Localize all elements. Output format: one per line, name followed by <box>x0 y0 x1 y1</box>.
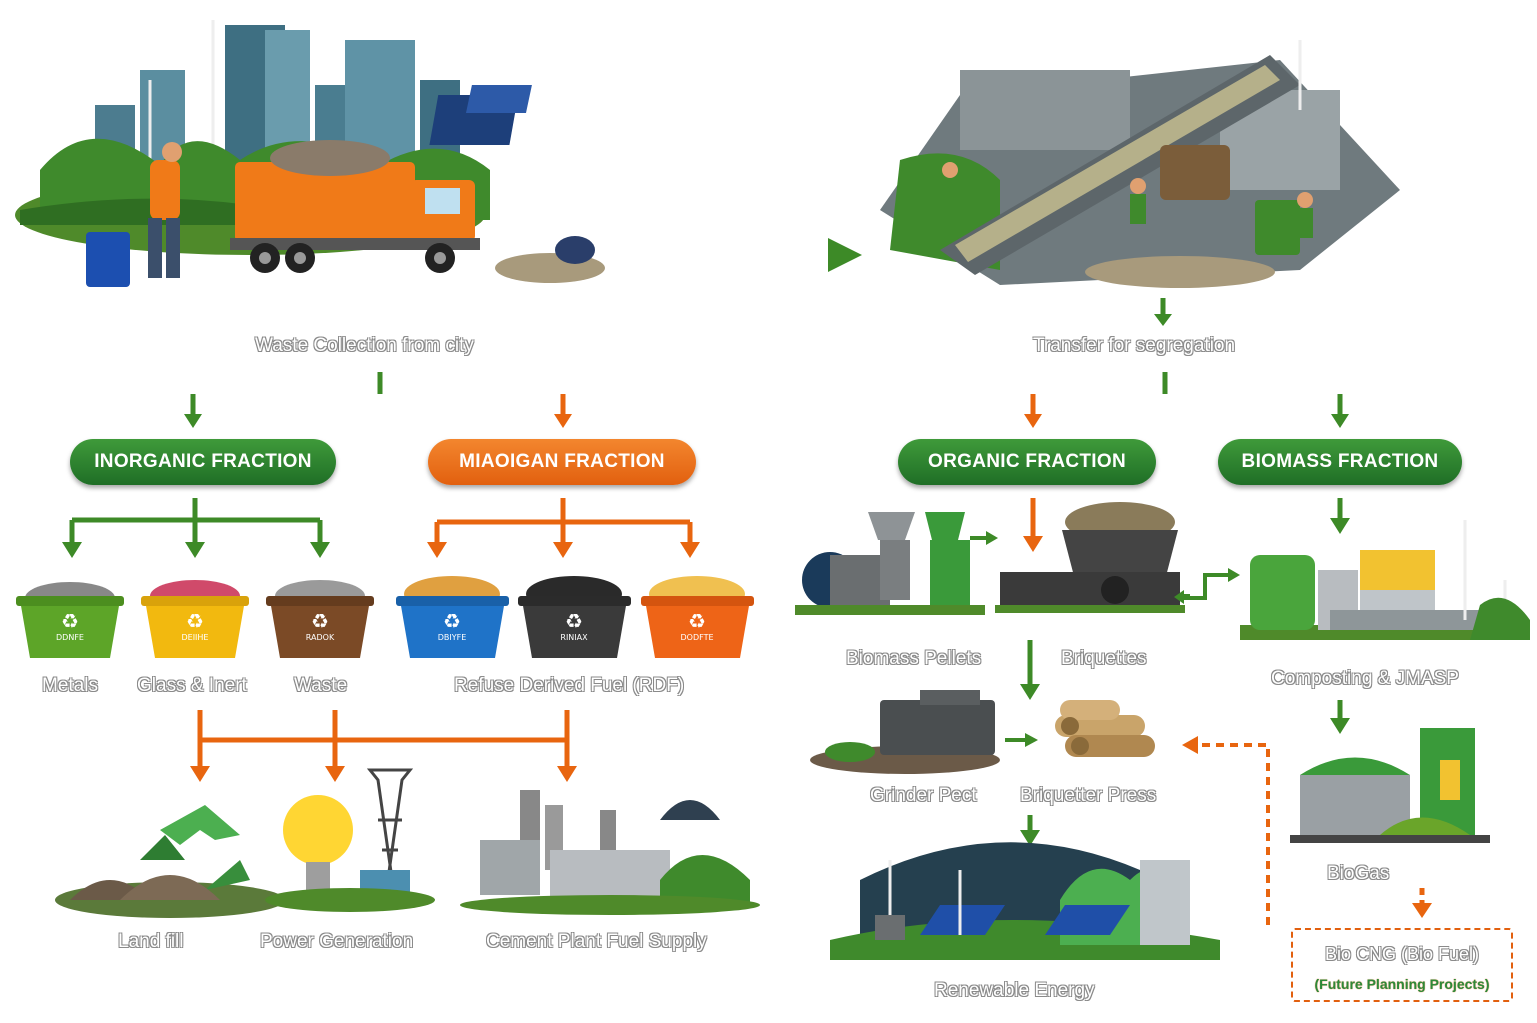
miaoigan-fraction-pill: MIAOIGAN FRACTION <box>428 439 696 485</box>
power-generation-label: Power Generation <box>260 931 414 952</box>
bin-metals: DDNFE <box>16 582 124 658</box>
landfill-label: Land fill <box>118 931 184 952</box>
inorganic-fraction-pill: INORGANIC FRACTION <box>70 439 336 485</box>
stage-transfer-label: Transfer for segregation <box>1033 335 1236 356</box>
bin-rdf-orange: DODFTE <box>641 576 754 658</box>
biomass-fraction-pill: BIOMASS FRACTION <box>1218 439 1462 485</box>
organic-fraction-pill: ORGANIC FRACTION <box>898 439 1156 485</box>
recycle-icons: ♻ ♻ ♻ ♻ ♻ ♻ <box>61 609 706 633</box>
cement-plant-label: Cement Plant Fuel Supply <box>486 931 707 952</box>
briquettes-label: Briquettes <box>1061 648 1147 669</box>
grinder-label: Grinder Pect <box>870 785 977 806</box>
svg-text:♻: ♻ <box>61 609 79 633</box>
composting-plant-illustration <box>1240 520 1530 640</box>
svg-text:♻: ♻ <box>311 609 329 633</box>
bin-waste: RADOK <box>266 580 374 658</box>
bin-rdf-black: RINIAX <box>518 576 631 658</box>
svg-text:♻: ♻ <box>688 609 706 633</box>
bin-rdf-label: Refuse Derived Fuel (RDF) <box>454 675 685 696</box>
renewable-energy-label: Renewable Energy <box>934 980 1095 1001</box>
power-generation-illustration <box>265 768 435 912</box>
bin-code: DDNFE <box>56 633 84 642</box>
biogas-label: BioGas <box>1327 863 1390 884</box>
svg-text:♻: ♻ <box>565 609 583 633</box>
briquette-machine-illustration <box>995 502 1185 613</box>
bio-cng-box: Bio CNG (Bio Fuel) (Future Planning Proj… <box>1291 928 1513 1002</box>
cement-plant-illustration <box>460 790 760 915</box>
bin-rdf-blue: DBIYFE <box>396 576 509 658</box>
svg-text:♻: ♻ <box>443 609 461 633</box>
grinder-illustration <box>810 690 1000 774</box>
svg-text:♻: ♻ <box>186 609 204 633</box>
bio-cng-title: Bio CNG (Bio Fuel) <box>1324 944 1480 964</box>
city-collection-illustration <box>15 20 605 287</box>
bin-glass: DEIIHE <box>141 580 249 658</box>
pellet-machine-illustration <box>795 512 985 615</box>
future-projects-note: (Future Planning Projects) <box>1314 976 1490 992</box>
segregation-plant-illustration <box>880 40 1400 288</box>
bin-glass-label: Glass & Inert <box>137 675 247 696</box>
bin-code: DBIYFE <box>438 633 467 642</box>
briquetter-press-label: Briquetter Press <box>1020 785 1157 806</box>
bin-code: RADOK <box>306 633 335 642</box>
renewable-energy-illustration <box>830 842 1220 960</box>
landfill-illustration <box>55 805 285 918</box>
bin-code: DEIIHE <box>181 633 208 642</box>
bin-waste-label: Waste <box>294 675 348 696</box>
composting-label: Composting & JMASP <box>1271 668 1459 689</box>
bin-code: RINIAX <box>560 633 588 642</box>
bin-code: DODFTE <box>680 633 713 642</box>
biogas-plant-illustration <box>1290 728 1490 843</box>
stage-collection-label: Waste Collection from city <box>255 335 474 356</box>
bin-metals-label: Metals <box>42 675 98 696</box>
briquette-press-illustration <box>1055 700 1155 757</box>
biomass-pellets-label: Biomass Pellets <box>846 648 982 669</box>
